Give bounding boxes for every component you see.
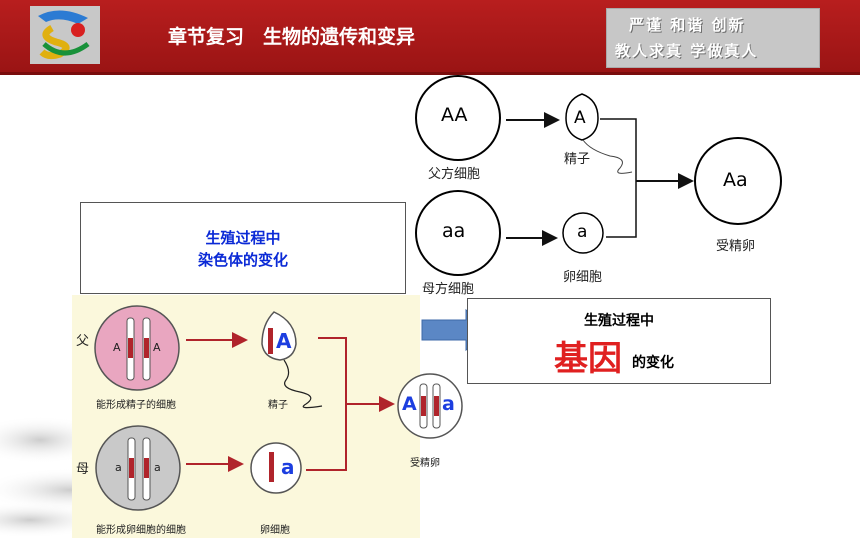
chromosome-change-box: 生殖过程中 染色体的变化 (80, 202, 406, 294)
sperm-label: 精子 (564, 152, 591, 167)
mother-cell-label: 母方细胞 (422, 282, 475, 297)
egg-cell-shape (250, 442, 302, 494)
sperm-caption: 精子 (268, 400, 288, 411)
father-cell-genotype: AA (441, 104, 468, 126)
father-cell-circle (415, 75, 501, 161)
box1-line2: 染色体的变化 (197, 251, 288, 269)
egg-label: 卵细胞 (563, 270, 603, 285)
zygote-caption: 受精卵 (410, 458, 440, 469)
zygote-cell-shape (397, 373, 463, 439)
father-chrom-gene-right: A (153, 341, 161, 354)
egg-gene-label: a (281, 455, 295, 479)
box2-line1: 生殖过程中 (584, 313, 654, 329)
sperm-shape (565, 93, 599, 141)
box2-highlight: 基因 (554, 339, 622, 379)
zygote-gene-left: A (402, 393, 417, 415)
bottom-chromosome-panel (72, 295, 463, 538)
sperm-genotype: A (574, 108, 586, 128)
father-germ-cell (94, 305, 180, 391)
gene-change-box: 生殖过程中 基因 的变化 (467, 298, 771, 384)
box2-rest: 的变化 (632, 355, 674, 371)
header-divider (0, 72, 860, 75)
school-logo-icon (30, 6, 100, 64)
father-tag: 父 (76, 334, 90, 349)
father-cell-caption: 能形成精子的细胞 (96, 400, 176, 411)
page-title: 章节复习 生物的遗传和变异 (168, 26, 416, 48)
mother-chrom-gene-right: a (154, 461, 161, 474)
zygote-genotype: Aa (723, 169, 748, 191)
box1-line1: 生殖过程中 (205, 229, 281, 247)
zygote-circle (694, 137, 782, 225)
mother-cell-circle (415, 190, 501, 276)
father-cell-label: 父方细胞 (428, 167, 481, 182)
egg-caption: 卵细胞 (260, 525, 290, 536)
top-gene-diagram (415, 75, 782, 276)
sperm-gene-label: A (276, 329, 292, 353)
motto-line-1: 严谨 和谐 创新 (629, 16, 746, 34)
zygote-label: 受精卵 (716, 239, 756, 254)
motto-line-2: 教人求真 学做真人 (615, 42, 759, 60)
mother-germ-cell (95, 425, 181, 511)
sperm-tail (582, 139, 633, 174)
egg-circle (562, 212, 604, 254)
mother-cell-genotype: aa (442, 220, 466, 242)
zygote-gene-right: a (442, 393, 455, 415)
mother-tag: 母 (76, 462, 90, 477)
header-bar: 章节复习 生物的遗传和变异 严谨 和谐 创新 教人求真 学做真人 (0, 0, 860, 72)
father-chrom-gene-left: A (113, 341, 121, 354)
mother-cell-caption: 能形成卵细胞的细胞 (96, 525, 186, 536)
egg-genotype: a (577, 222, 588, 242)
motto-panel: 严谨 和谐 创新 教人求真 学做真人 (606, 8, 820, 68)
mother-chrom-gene-left: a (115, 461, 122, 474)
